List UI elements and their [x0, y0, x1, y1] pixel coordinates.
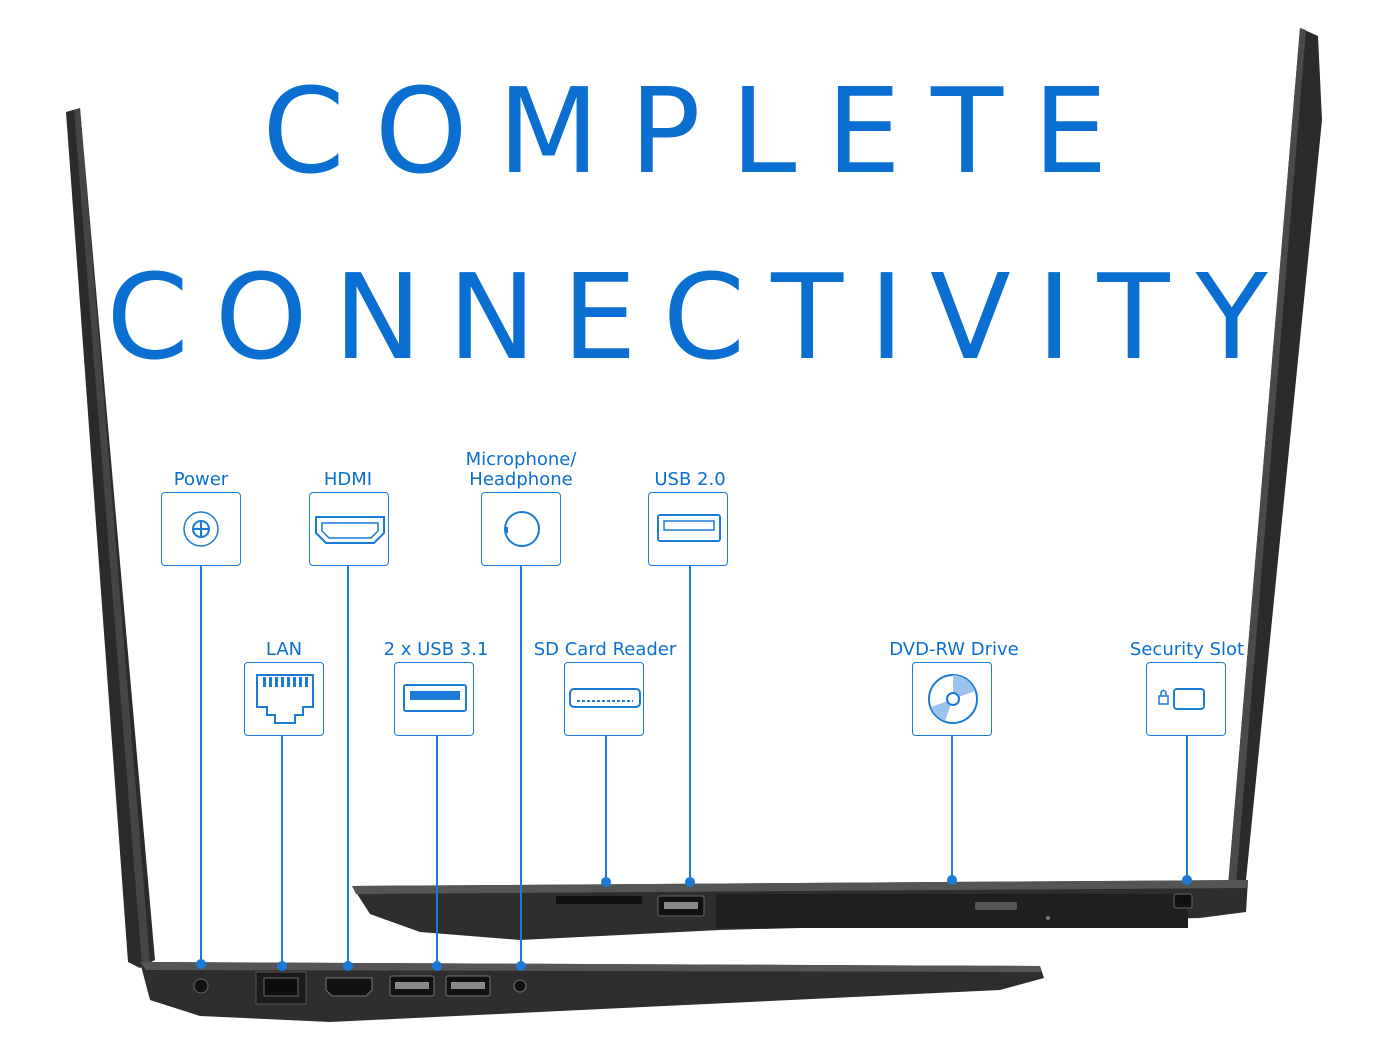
- dvd-label: DVD-RW Drive: [889, 639, 1019, 660]
- audio-jack-icon: [504, 511, 540, 547]
- lock-slot-icon: [1158, 688, 1205, 710]
- usb2-label: USB 2.0: [654, 469, 726, 490]
- hdmi-label: HDMI: [323, 469, 373, 490]
- lan-label: LAN: [265, 639, 303, 660]
- usb-port-icon: [403, 684, 467, 712]
- audio-label: Microphone/ Headphone: [466, 450, 577, 490]
- dvd-icon-box: [912, 662, 992, 736]
- audio-icon-box: [481, 492, 561, 566]
- audio-label-line-1: Microphone/: [465, 449, 577, 470]
- usb2-icon-box: [648, 492, 728, 566]
- lan-icon-box: [244, 662, 324, 736]
- sd-card-icon: [569, 688, 641, 708]
- headline-line-2: CONNECTIVITY: [106, 248, 1294, 386]
- headline-line-1: COMPLETE: [262, 62, 1138, 200]
- security-label: Security Slot: [1129, 639, 1245, 660]
- power-icon-box: [161, 492, 241, 566]
- security-icon-box: [1146, 662, 1226, 736]
- ethernet-icon: [256, 674, 314, 724]
- power-jack-icon: [183, 511, 219, 547]
- usb-port-icon: [657, 514, 721, 542]
- sd-icon-box: [564, 662, 644, 736]
- disc-icon: [928, 674, 978, 724]
- sd-label: SD Card Reader: [533, 639, 677, 660]
- usb31-icon-box: [394, 662, 474, 736]
- left-laptop-base: [140, 962, 1044, 1022]
- audio-label-line-2: Headphone: [469, 469, 573, 490]
- power-label: Power: [173, 469, 229, 490]
- usb31-label: 2 x USB 3.1: [383, 639, 489, 660]
- hdmi-icon-box: [309, 492, 389, 566]
- hdmi-icon: [315, 516, 385, 544]
